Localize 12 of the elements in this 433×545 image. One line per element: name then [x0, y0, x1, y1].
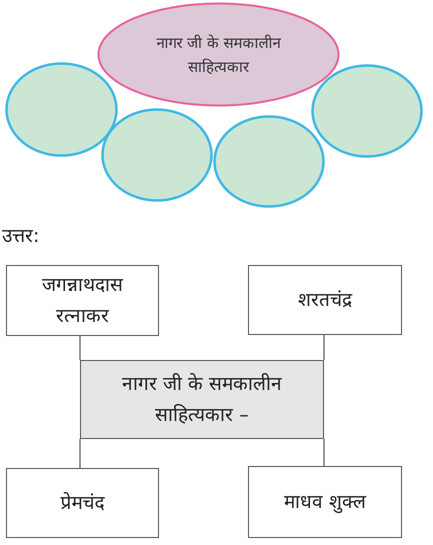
name-box: [6, 468, 159, 538]
node-text: शरतचंद्र: [297, 288, 354, 313]
node-text: माधव शुक्ल: [282, 490, 368, 516]
name-box: [248, 466, 402, 538]
node-text: नागर जी के समकालीन साहित्यकार –: [120, 372, 284, 428]
node-text: प्रेमचंद: [60, 490, 106, 516]
name-box: [248, 265, 402, 335]
node-text: नागर जी के समकालीन साहित्यकार: [155, 32, 282, 78]
node-text: जगन्नाथदास रत्नाकर: [41, 273, 124, 328]
name-box: [6, 265, 159, 336]
answer-label: उत्तर:: [2, 224, 40, 249]
center-box: [80, 360, 324, 439]
